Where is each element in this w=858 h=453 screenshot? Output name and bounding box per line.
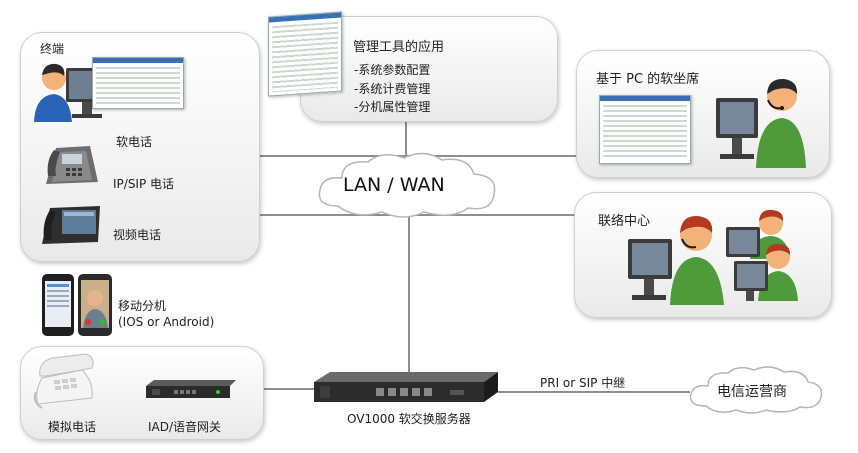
link-line xyxy=(408,212,410,375)
softswitch-server-icon xyxy=(314,372,498,402)
lan-wan-cloud-icon xyxy=(318,152,496,218)
carrier-cloud-icon xyxy=(689,366,823,414)
network-label: LAN / WAN xyxy=(343,174,445,196)
carrier-label: 电信运营商 xyxy=(717,384,787,400)
pc-soft-agent-title: 基于 PC 的软坐席 xyxy=(596,72,700,87)
terminals-title: 终端 xyxy=(40,42,65,56)
ip-phone-icon xyxy=(46,146,98,184)
management-tools-title: 管理工具的应用 xyxy=(353,40,445,55)
video-phone-icon xyxy=(42,206,100,244)
softphone-label: 软电话 xyxy=(116,135,153,149)
mgmt-item-billing: -系统计费管理 xyxy=(354,82,431,96)
ip-sip-phone-label: IP/SIP 电话 xyxy=(113,177,175,191)
video-phone-label: 视频电话 xyxy=(113,228,162,242)
mobile-phones-icon xyxy=(42,274,112,336)
iad-gateway-icon xyxy=(146,380,236,398)
agent-app-screenshot xyxy=(599,95,691,164)
contact-center-agents-icon xyxy=(628,209,798,305)
mobile-extension-label: 移动分机 xyxy=(118,299,167,313)
mgmt-item-config: -系统参数配置 xyxy=(354,63,431,77)
contact-center-title: 联络中心 xyxy=(598,214,651,229)
link-line xyxy=(405,118,407,158)
mgmt-item-extension: -分机属性管理 xyxy=(354,100,431,114)
management-app-screenshot xyxy=(268,11,342,97)
analog-phone-label: 模拟电话 xyxy=(48,420,97,434)
link-line xyxy=(498,391,690,393)
link-line xyxy=(262,388,314,390)
analog-phone-icon xyxy=(33,353,94,409)
iad-gateway-label: IAD/语音网关 xyxy=(148,420,222,434)
trunk-label: PRI or SIP 中继 xyxy=(540,376,626,390)
server-label: OV1000 软交换服务器 xyxy=(347,412,471,426)
agent-at-pc-icon xyxy=(716,78,806,168)
mobile-os-label: (IOS or Android) xyxy=(118,315,215,329)
softphone-app-screenshot xyxy=(92,57,184,109)
